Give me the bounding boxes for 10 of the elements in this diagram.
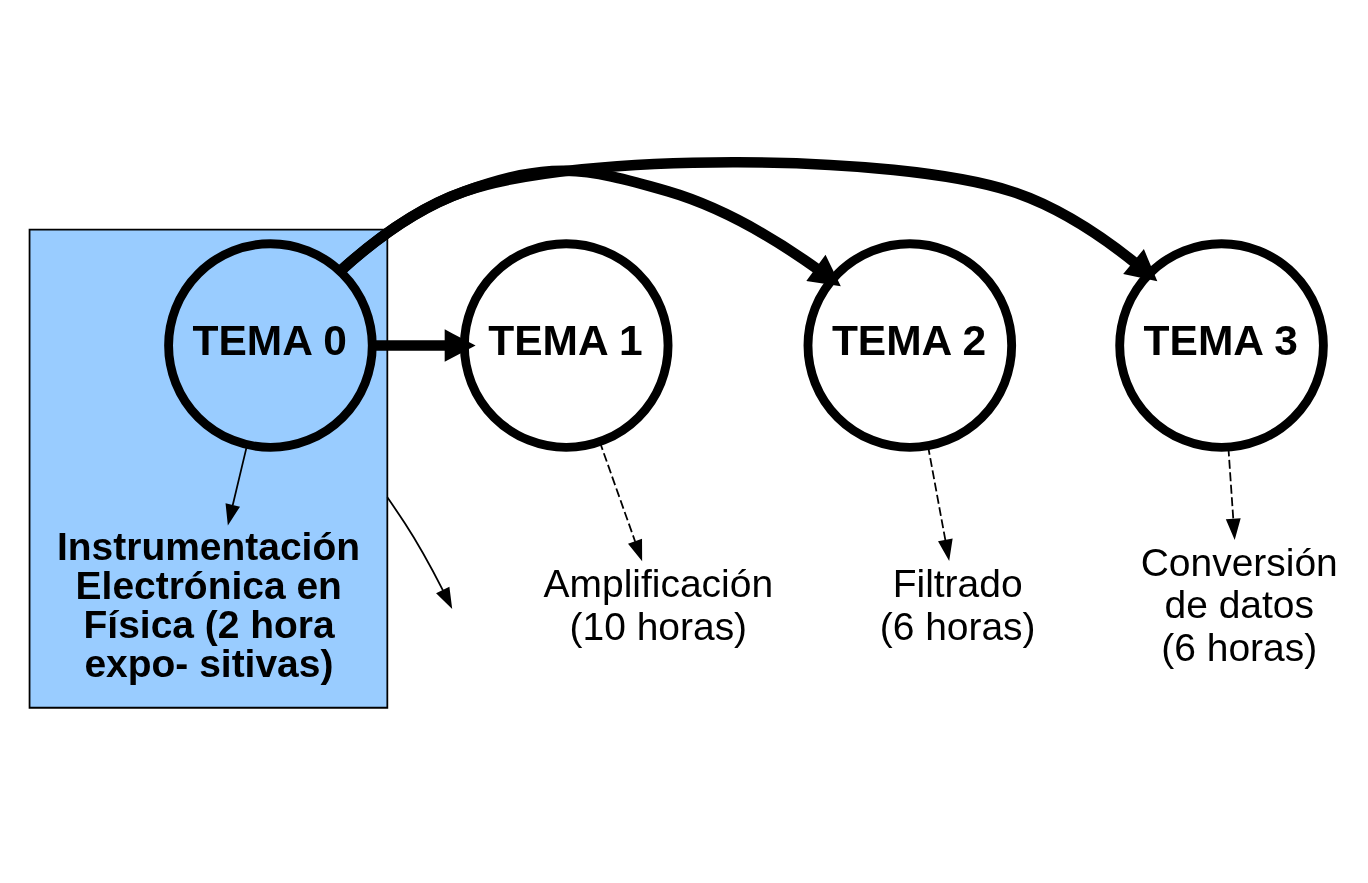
node-circle: TEMA 0: [164, 238, 377, 452]
node-text: Amplificación (10 horas): [543, 561, 774, 648]
cluster: [28, 228, 389, 709]
arrow: [336, 156, 1158, 281]
node-text: Conversión de datos (6 horas): [1140, 540, 1338, 669]
arrow: [386, 495, 453, 609]
node-text: Instrumentación Electrónica en Física (2 hora expo- sitivas): [57, 524, 361, 685]
node-text: Filtrado (6 horas): [879, 561, 1036, 648]
node-circle: TEMA 1: [459, 238, 673, 452]
node-circle: TEMA 3: [1115, 238, 1328, 452]
